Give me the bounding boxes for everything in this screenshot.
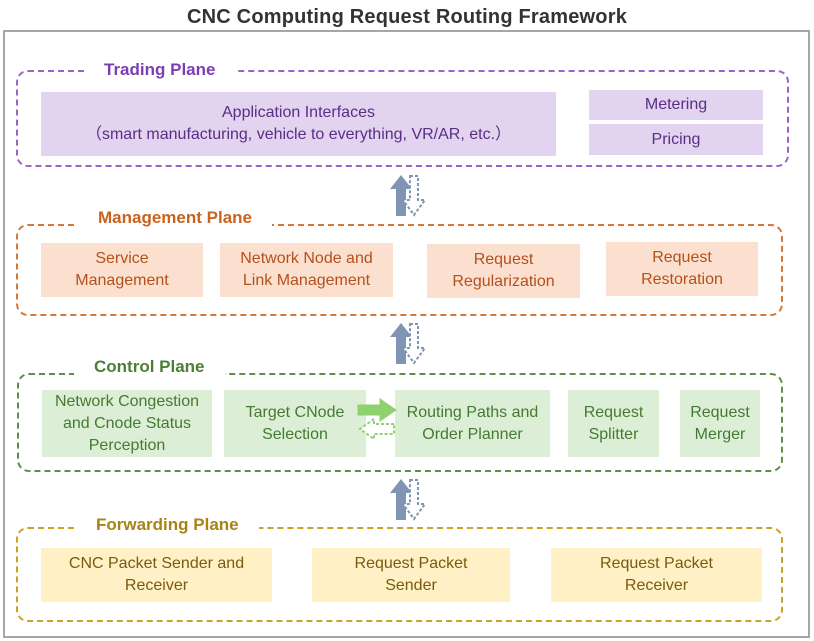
forwarding-plane bbox=[16, 527, 783, 622]
outer-frame bbox=[3, 30, 810, 638]
request-restoration-box: Request Restoration bbox=[606, 242, 758, 296]
request-restoration-line2: Restoration bbox=[641, 271, 723, 288]
cnc-packet-sender-receiver-box: CNC Packet Sender and Receiver bbox=[41, 548, 272, 602]
target-cnode-selection-line2: Selection bbox=[262, 425, 328, 443]
request-merger-box: Request Merger bbox=[680, 390, 760, 457]
up-arrow-icon bbox=[390, 323, 412, 364]
service-management-line1: Service bbox=[95, 250, 149, 267]
control-plane bbox=[17, 373, 783, 472]
down-arrow-icon bbox=[401, 479, 427, 521]
request-regularization-line1: Request bbox=[473, 251, 534, 268]
network-congestion-line3: Perception bbox=[88, 436, 166, 454]
request-merger-line2: Merger bbox=[694, 425, 746, 443]
network-congestion-line1: Network Congestion bbox=[54, 392, 200, 410]
request-restoration-line1: Request bbox=[652, 249, 712, 266]
request-regularization-box: Request Regularization bbox=[427, 244, 580, 298]
service-management-box: Service Management bbox=[41, 243, 203, 297]
network-node-link-management-box: Network Node and Link Management bbox=[220, 243, 393, 297]
down-arrow-icon bbox=[401, 323, 427, 365]
request-regularization-line2: Regularization bbox=[452, 273, 555, 290]
routing-paths-order-planner-box: Routing Paths and Order Planner bbox=[395, 390, 550, 457]
management-control-arrows bbox=[390, 323, 427, 365]
network-node-link-management-line1: Network Node and bbox=[240, 250, 373, 267]
routing-paths-line1: Routing Paths and bbox=[406, 403, 539, 421]
application-interfaces-examples: （smart manufacturing, vehicle to everyth… bbox=[85, 126, 512, 143]
network-node-link-management-line2: Link Management bbox=[242, 272, 371, 289]
request-packet-receiver-box: Request Packet Receiver bbox=[551, 548, 762, 602]
request-splitter-line1: Request bbox=[583, 403, 644, 421]
pricing-box: Pricing bbox=[589, 124, 763, 155]
request-packet-receiver-line2: Receiver bbox=[624, 577, 689, 594]
up-arrow-icon bbox=[390, 175, 412, 216]
request-packet-receiver-line1: Request Packet bbox=[600, 555, 713, 572]
request-splitter-box: Request Splitter bbox=[568, 390, 659, 457]
network-congestion-line2: and Cnode Status bbox=[62, 414, 192, 432]
cnc-packet-sender-receiver-line2: Receiver bbox=[124, 577, 189, 594]
request-packet-sender-line1: Request Packet bbox=[354, 555, 468, 572]
network-congestion-perception-box: Network Congestion and Cnode Status Perc… bbox=[42, 390, 212, 457]
up-arrow-icon bbox=[390, 479, 412, 520]
backward-arrow-icon bbox=[358, 417, 395, 441]
cnc-packet-sender-receiver-line1: CNC Packet Sender and bbox=[68, 555, 245, 572]
request-packet-sender-box: Request Packet Sender bbox=[312, 548, 510, 602]
metering-box: Metering bbox=[589, 90, 763, 120]
trading-plane bbox=[16, 70, 789, 167]
management-plane-label: Management Plane bbox=[78, 208, 272, 228]
forwarding-plane-label: Forwarding Plane bbox=[76, 515, 259, 535]
service-management-line2: Management bbox=[75, 272, 169, 289]
target-cnode-selection-line1: Target CNode bbox=[245, 403, 345, 421]
application-interfaces-title: Application Interfaces bbox=[222, 104, 375, 121]
control-plane-label: Control Plane bbox=[74, 357, 225, 377]
application-interfaces-box: Application Interfaces （smart manufactur… bbox=[41, 92, 556, 156]
routing-paths-line2: Order Planner bbox=[422, 425, 523, 443]
forward-arrow-icon bbox=[357, 398, 397, 422]
trading-plane-label: Trading Plane bbox=[84, 60, 236, 80]
request-packet-sender-line2: Sender bbox=[385, 577, 437, 594]
request-splitter-line2: Splitter bbox=[588, 425, 639, 443]
control-forwarding-arrows bbox=[390, 479, 427, 521]
target-routing-exchange-arrows bbox=[357, 398, 397, 441]
framework-title: CNC Computing Request Routing Framework bbox=[186, 6, 628, 28]
target-cnode-selection-box: Target CNode Selection bbox=[224, 390, 366, 457]
management-plane bbox=[16, 224, 783, 316]
down-arrow-icon bbox=[401, 175, 427, 217]
trading-management-arrows bbox=[390, 175, 427, 217]
request-merger-line1: Request bbox=[690, 403, 750, 421]
